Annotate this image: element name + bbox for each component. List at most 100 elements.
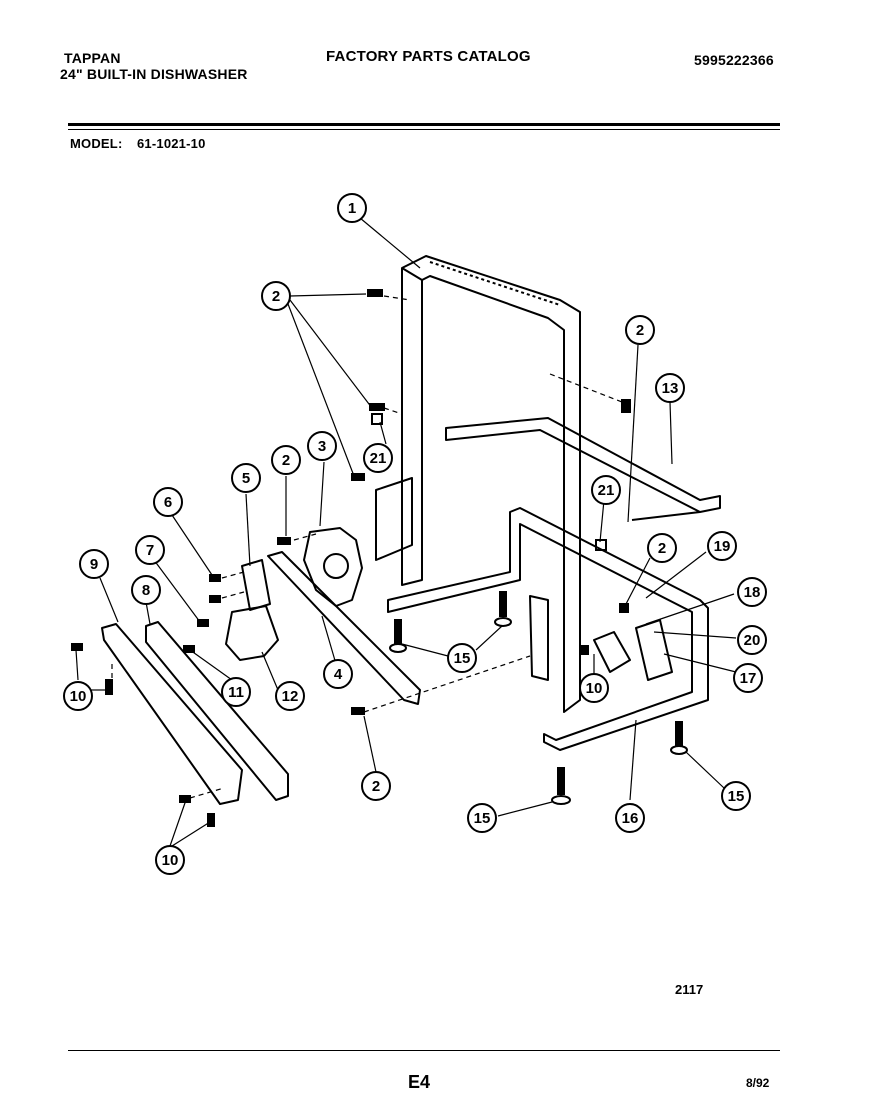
callout-2: 2 [625, 315, 655, 345]
callout-number: 5 [242, 470, 250, 487]
callout-2: 2 [261, 281, 291, 311]
callout-number: 1 [348, 200, 356, 217]
screw-icon [367, 289, 383, 297]
toe-kick-support [145, 621, 289, 801]
callout-7: 7 [135, 535, 165, 565]
callout-number: 7 [146, 542, 154, 559]
callout-21: 21 [591, 475, 621, 505]
callout-6: 6 [153, 487, 183, 517]
callout-circle [271, 445, 301, 475]
callout-circle [155, 845, 185, 875]
callout-number: 13 [662, 380, 679, 397]
callout-1: 1 [337, 193, 367, 223]
callout-16: 16 [615, 803, 645, 833]
base-frame [387, 507, 709, 751]
switch-bracket [241, 559, 271, 611]
callout-number: 21 [370, 450, 387, 467]
callout-2: 2 [271, 445, 301, 475]
callout-circle [79, 549, 109, 579]
date-code: 8/92 [746, 1076, 770, 1090]
mounting-strap [529, 595, 549, 681]
callout-circle [447, 643, 477, 673]
figure-code: 2117 [675, 982, 704, 997]
header-rule-thin [68, 129, 780, 130]
callout-circle [737, 577, 767, 607]
fasteners [71, 289, 688, 827]
callout-20: 20 [737, 625, 767, 655]
screw-icon [595, 539, 607, 551]
catalog-title: FACTORY PARTS CATALOG [326, 48, 531, 65]
callout-10: 10 [155, 845, 185, 875]
callout-number: 2 [658, 540, 666, 557]
model-label: MODEL: [70, 136, 123, 151]
water-valve [303, 527, 363, 607]
callout-number: 19 [714, 538, 731, 555]
leveling-leg-icon [675, 721, 683, 747]
callout-circle [707, 531, 737, 561]
callout-circle [231, 463, 261, 493]
callout-2: 2 [361, 771, 391, 801]
frame-parts [101, 255, 721, 805]
corner-bracket [593, 631, 631, 673]
callout-number: 18 [744, 584, 761, 601]
door-frame [401, 255, 581, 713]
callout-number: 17 [740, 670, 757, 687]
callout-number: 15 [474, 810, 491, 827]
callout-number: 2 [372, 778, 380, 795]
callout-15: 15 [721, 781, 751, 811]
callout-4: 4 [323, 659, 353, 689]
callout-number: 21 [598, 482, 615, 499]
callout-circle [737, 625, 767, 655]
screw-icon [371, 413, 383, 425]
callout-12: 12 [275, 681, 305, 711]
callout-number: 2 [272, 288, 280, 305]
callout-circle [275, 681, 305, 711]
callout-number: 10 [586, 680, 603, 697]
rear-brace [445, 417, 721, 513]
callout-circle [337, 193, 367, 223]
screw-icon [197, 619, 209, 627]
leveling-leg-icon [557, 767, 565, 795]
screw-icon [619, 603, 629, 613]
screw-icon [351, 473, 365, 481]
callout-circle [221, 677, 251, 707]
page-code: E4 [408, 1072, 431, 1092]
callout-circle [721, 781, 751, 811]
callout-number: 3 [318, 438, 326, 455]
latch-plate [635, 619, 673, 681]
callout-3: 3 [307, 431, 337, 461]
screw-icon [207, 813, 215, 827]
callout-number: 8 [142, 582, 150, 599]
screw-icon [277, 537, 291, 545]
header-rule-thick [68, 123, 780, 126]
callout-circle [733, 663, 763, 693]
callout-number: 9 [90, 556, 98, 573]
callout-circle [63, 681, 93, 711]
callout-15: 15 [467, 803, 497, 833]
screw-icon [209, 595, 221, 603]
assembly-lines [111, 295, 623, 799]
callout-circle [625, 315, 655, 345]
callout-13: 13 [655, 373, 685, 403]
callout-8: 8 [131, 575, 161, 605]
callout-10: 10 [579, 673, 609, 703]
callout-number: 10 [162, 852, 179, 869]
callout-9: 9 [79, 549, 109, 579]
callout-number: 4 [334, 666, 343, 683]
catalog-part-number: 5995222366 [694, 52, 774, 68]
callout-15: 15 [447, 643, 477, 673]
callout-number: 12 [282, 688, 299, 705]
callout-circle [647, 533, 677, 563]
callout-19: 19 [707, 531, 737, 561]
callout-5: 5 [231, 463, 261, 493]
leveling-leg-icon [499, 591, 507, 617]
screw-icon [105, 679, 113, 695]
callout-circle [153, 487, 183, 517]
callout-circle [361, 771, 391, 801]
callout-10: 10 [63, 681, 93, 711]
callout-circle [131, 575, 161, 605]
product-subtitle: 24" BUILT-IN DISHWASHER [60, 66, 248, 82]
callout-number: 11 [228, 684, 244, 701]
callout-11: 11 [221, 677, 251, 707]
